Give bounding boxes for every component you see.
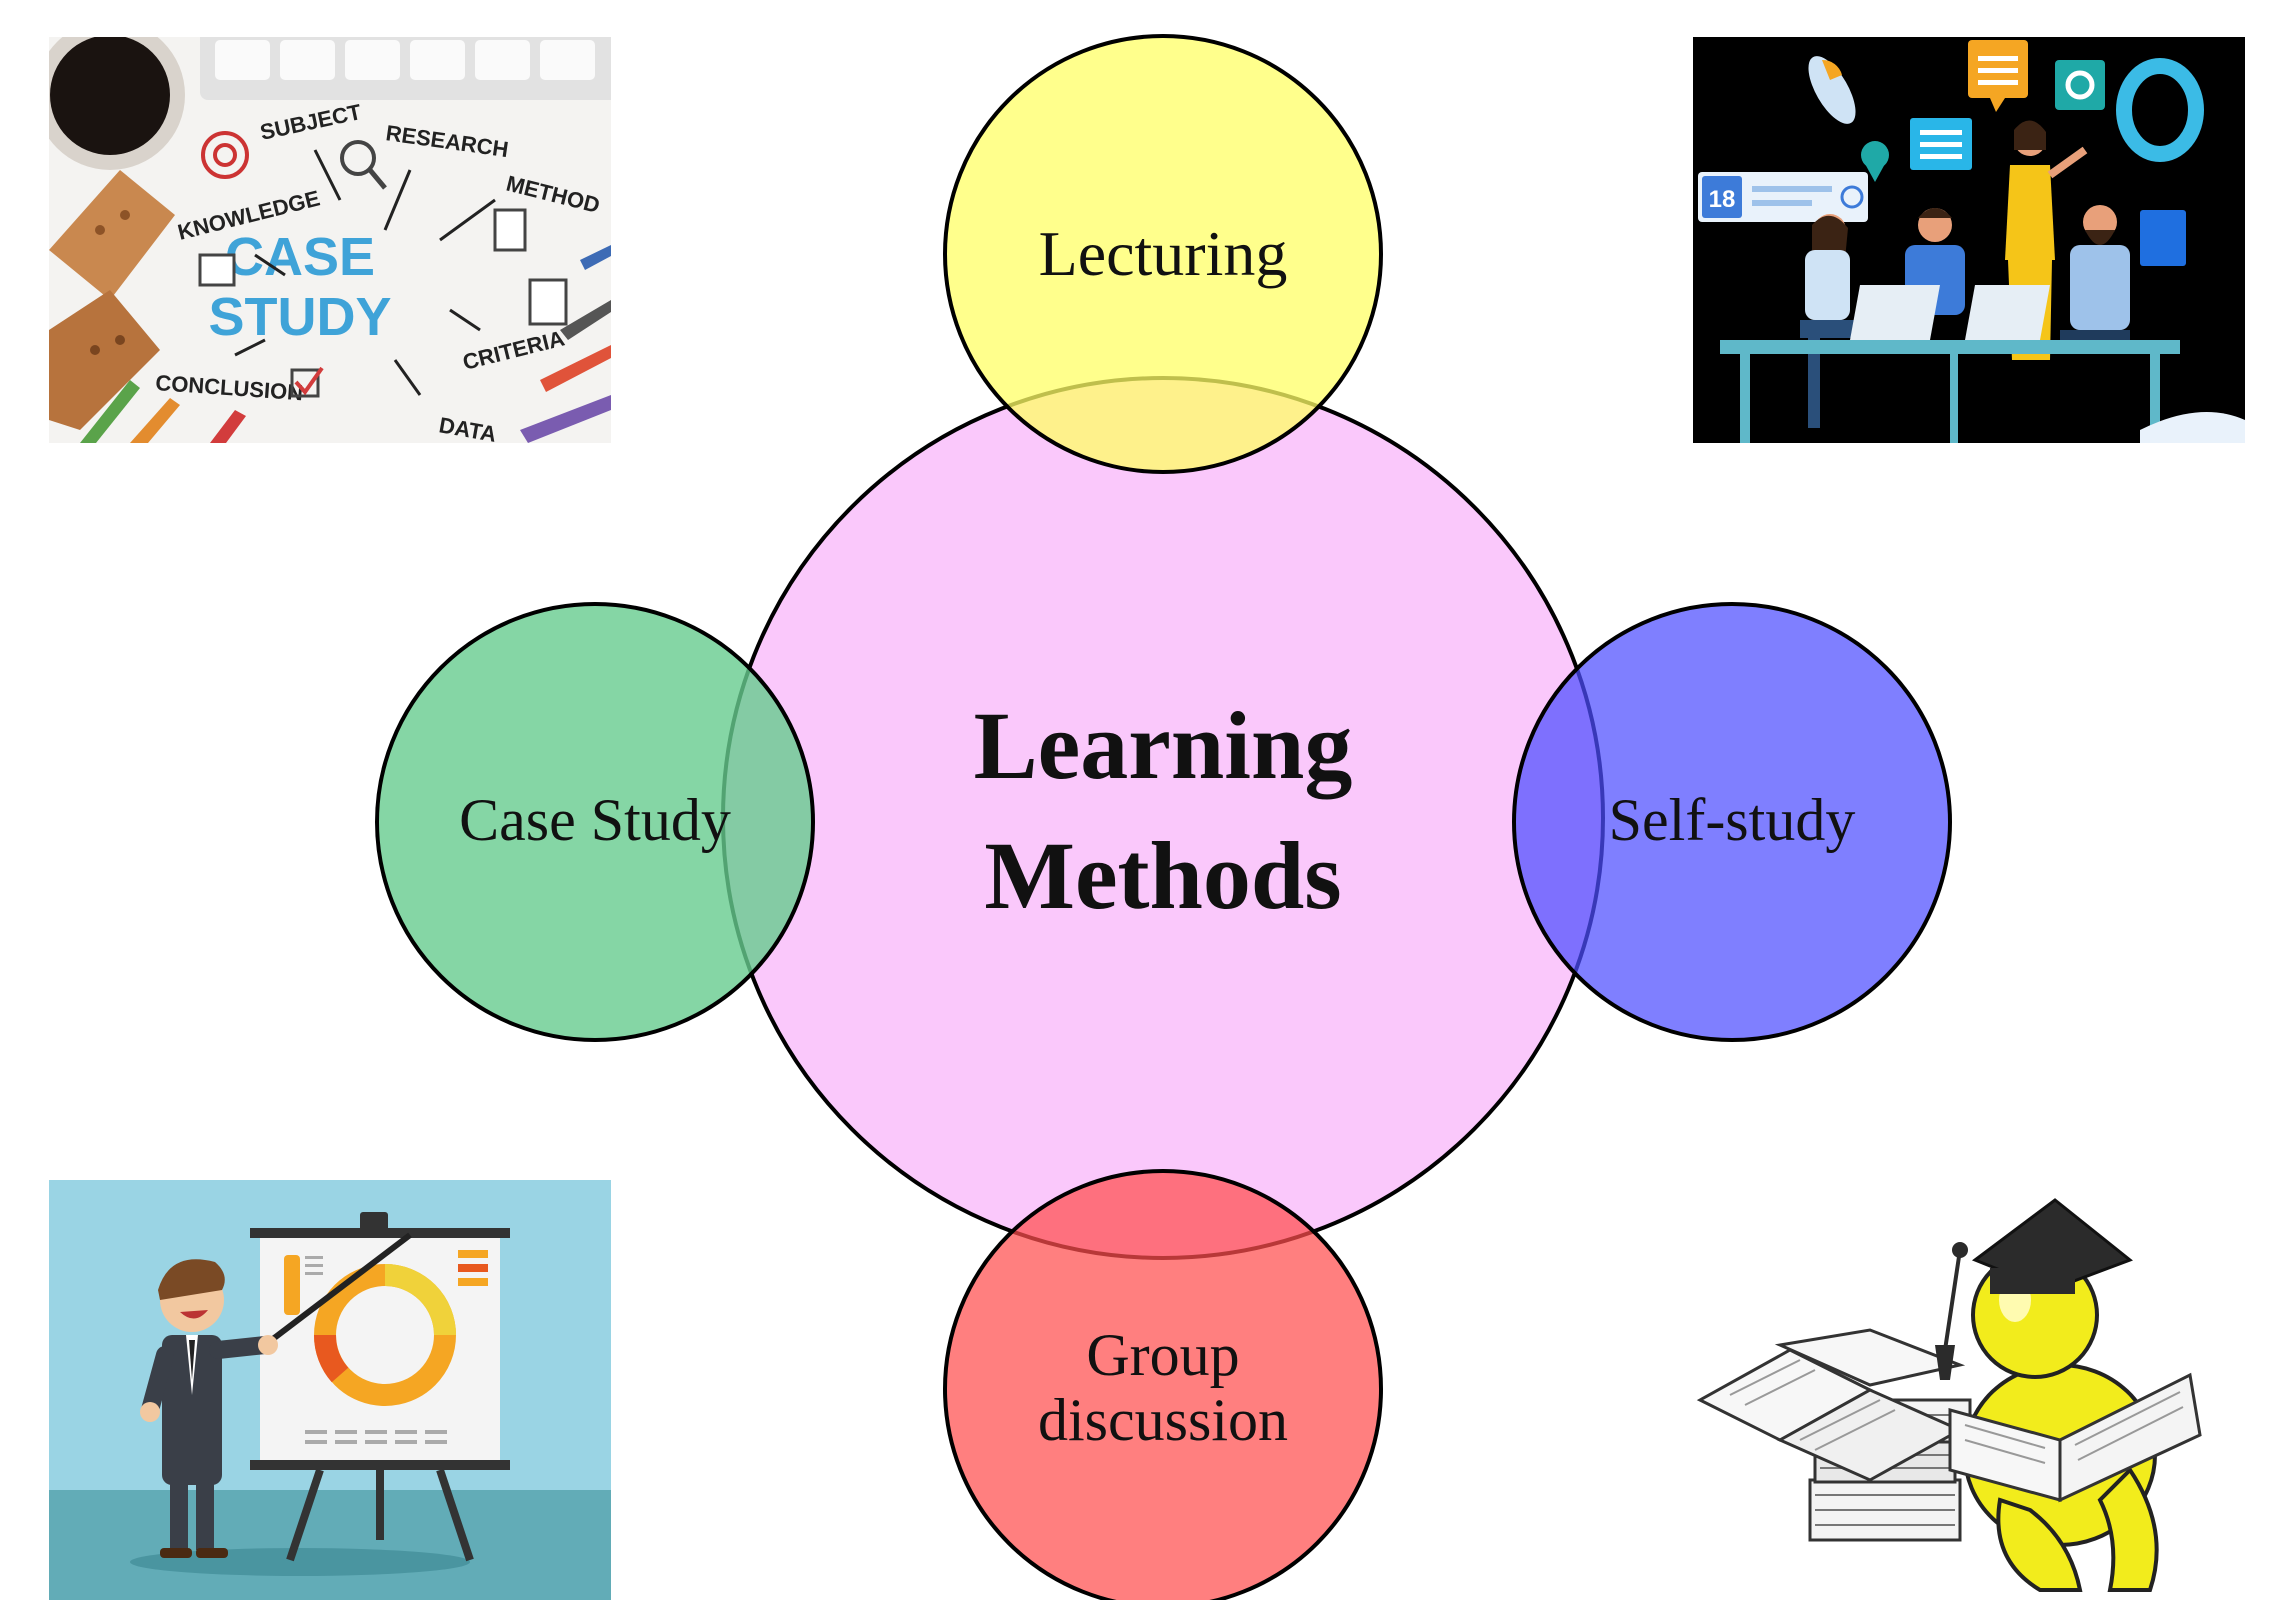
coffee-cup-icon [49, 37, 185, 170]
keyboard-icon [200, 37, 611, 100]
group-discussion-circle [943, 1169, 1383, 1600]
blue-square-icon [2140, 210, 2186, 266]
team-meeting-image: 18 [1693, 37, 2245, 443]
case-study-image: CASE STUDY SUBJECT RESEARCH METHOD KNOWL… [49, 37, 611, 443]
target-icon [201, 131, 249, 179]
graduate-figure [1935, 1198, 2202, 1592]
book-stack-icon [1696, 1328, 1972, 1542]
pencils-icon [80, 245, 611, 443]
checkbox-icon [290, 366, 324, 398]
presenter-image [49, 1180, 611, 1600]
lecturing-circle [943, 34, 1383, 474]
message-icon [1968, 40, 2028, 112]
center-circle [721, 376, 1605, 1260]
case-study-label: Case Study [459, 787, 731, 853]
seated-person-left [1800, 214, 1860, 428]
calendar-card-icon: 18 [1698, 172, 1868, 222]
date-badge: 18 [1709, 186, 1736, 213]
reader-with-books-image [1696, 1198, 2202, 1592]
case-label: CASE [225, 227, 375, 287]
laptop-icon [1850, 285, 2050, 340]
lecturing-label: Lecturing [1039, 218, 1288, 289]
document-icon [1910, 118, 1972, 170]
location-pin-icon [1861, 141, 1889, 182]
group-label-line1: Group [1086, 1322, 1239, 1388]
graduation-cap-icon [1935, 1198, 2133, 1380]
self-study-circle [1512, 602, 1952, 1042]
magnifier-icon [340, 140, 387, 190]
center-title-line2: Methods [984, 822, 1341, 929]
center-title-line1: Learning [974, 692, 1353, 799]
presentation-board-icon [250, 1212, 510, 1562]
clipboard-icon [198, 208, 568, 326]
open-book-icon [1948, 1372, 2202, 1503]
desk-icon [1720, 340, 2180, 443]
pie-chart-icon [1808, 56, 1856, 124]
donut-chart-icon [2116, 58, 2204, 162]
study-label: STUDY [208, 287, 391, 347]
presenter-man-figure [140, 1232, 412, 1558]
case-study-circle [375, 602, 815, 1042]
self-study-label: Self-study [1609, 787, 1856, 853]
group-label-line2: discussion [1038, 1387, 1288, 1453]
gear-icon [2055, 60, 2105, 110]
cookies-icon [49, 170, 175, 430]
